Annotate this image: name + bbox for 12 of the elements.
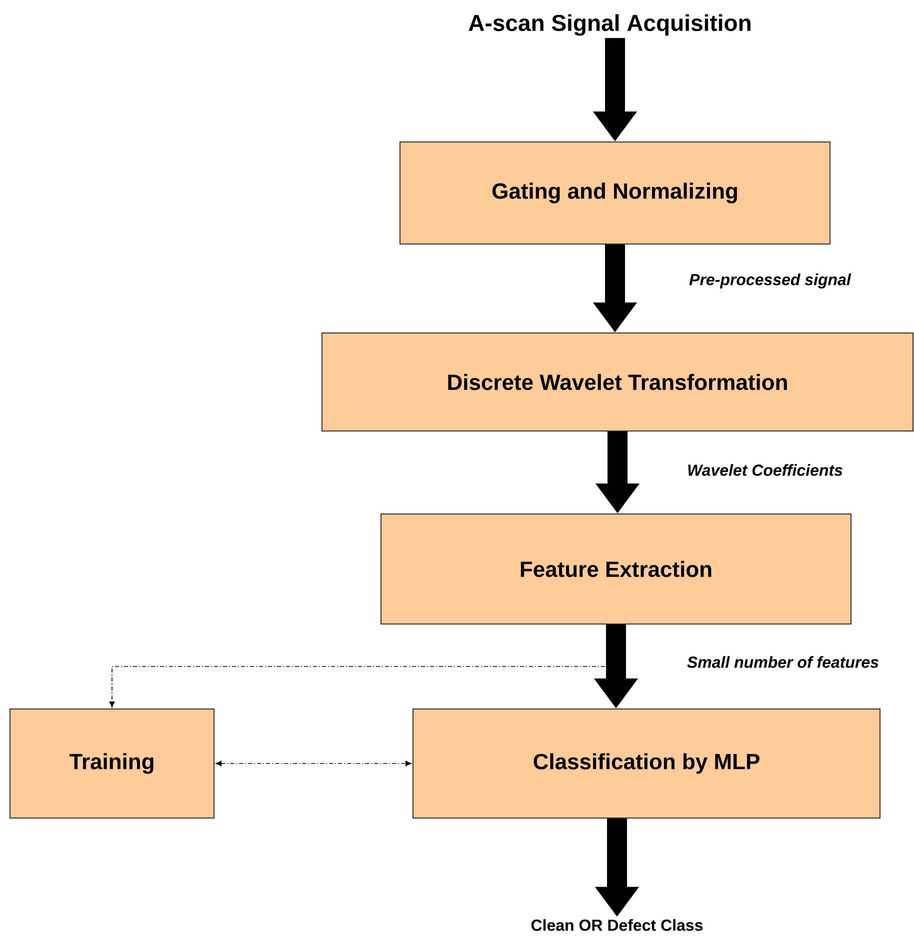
process-box: Classification by MLP	[412, 708, 880, 818]
process-box: Feature Extraction	[380, 514, 852, 624]
edge-label: Pre-processed signal	[689, 274, 852, 288]
dashed-arrow	[109, 666, 606, 708]
process-box: Discrete Wavelet Transformation	[322, 332, 914, 432]
start-label: A-scan Signal Acquisition	[468, 14, 750, 36]
process-box: Gating and Normalizing	[400, 142, 830, 244]
edge-label: Wavelet Coefficients	[688, 464, 842, 476]
dashed-arrow	[216, 760, 412, 766]
edge-label: Small number of features	[687, 656, 878, 668]
process-box: Training	[10, 708, 214, 818]
result-label: Clean OR Defect Class	[531, 919, 703, 931]
